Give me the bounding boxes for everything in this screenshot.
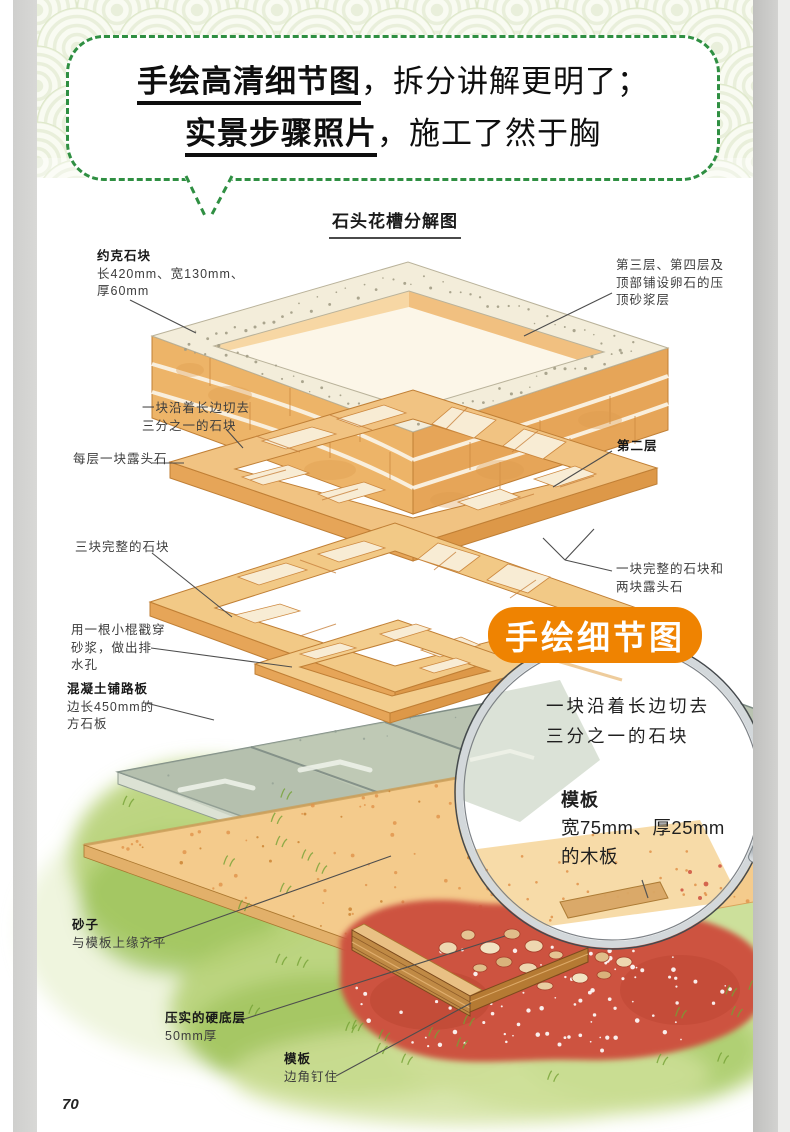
hand-drawn-detail-badge-label: 手绘细节图: [505, 618, 685, 656]
diagram-title: 石头花槽分解图: [37, 207, 753, 239]
magnifier-illustration: [454, 634, 790, 950]
formwork-board-illustration: [351, 923, 589, 1017]
label-header-stone: 每层一块露头石: [73, 452, 168, 466]
label-top-mortar: 第三层、第四层及 顶部铺设卵石的压 顶砂浆层: [616, 258, 725, 307]
magnifier-text-line1: 一块沿着长边切去: [546, 696, 710, 716]
frame-layer-2-illustration: [168, 389, 659, 562]
label-second-layer: 第二层: [617, 439, 658, 453]
magnifier-text-head: 模板: [561, 790, 599, 810]
page-edge-right: [753, 0, 778, 1132]
banner-line-1-emphasis: 手绘高清细节图: [137, 64, 361, 105]
leader-lines: [129, 292, 613, 1077]
label-sand: 砂子 与模板上缘齐平: [72, 918, 167, 950]
banner-line-2: 实景步骤照片，施工了然于胸: [185, 108, 601, 160]
magnifier-sketch-board: [559, 881, 669, 919]
label-formwork: 模板 边角钉住: [284, 1052, 339, 1084]
speech-bubble-tail: [182, 174, 236, 219]
banner-line-2-emphasis: 实景步骤照片: [185, 116, 377, 157]
page-edge-left: [13, 0, 37, 1132]
label-three-blocks: 三块完整的石块: [75, 540, 170, 554]
banner-speech-bubble: 手绘高清细节图，拆分讲解更明了； 实景步骤照片，施工了然于胸: [66, 35, 720, 181]
label-york-stone: 约克石块 长420mm、宽130mm、 厚60mm: [97, 249, 245, 298]
magnifier-text-body2: 的木板: [561, 846, 619, 867]
banner-line-2-rest: ，施工了然于胸: [377, 116, 601, 151]
page-edge-right-outer: [778, 0, 790, 1132]
label-cut-block: 一块沿着长边切去 三分之一的石块: [142, 401, 251, 433]
label-hardcore: 压实的硬底层 50mm厚: [165, 1011, 247, 1043]
label-drain-hole: 用一根小棍戳穿 砂浆，做出排 水孔: [71, 623, 166, 672]
magnifier-text-line2: 三分之一的石块: [546, 726, 690, 746]
grass-tufts: [122, 788, 761, 1082]
page-number: 70: [62, 1096, 79, 1113]
hand-drawn-detail-badge: [488, 607, 702, 663]
magnifier-sketch-sand: [470, 820, 740, 930]
label-paver: 混凝土铺路板 边长450mm的 方石板: [67, 682, 155, 731]
label-full-and-headers: 一块完整的石块和 两块露头石: [616, 562, 725, 594]
magnifier-sketch-paver: [462, 680, 600, 822]
banner-line-1: 手绘高清细节图，拆分讲解更明了；: [137, 56, 649, 108]
banner-line-1-rest: ，拆分讲解更明了；: [361, 64, 649, 99]
magnifier-text-body1: 宽75mm、厚25mm: [561, 817, 725, 838]
